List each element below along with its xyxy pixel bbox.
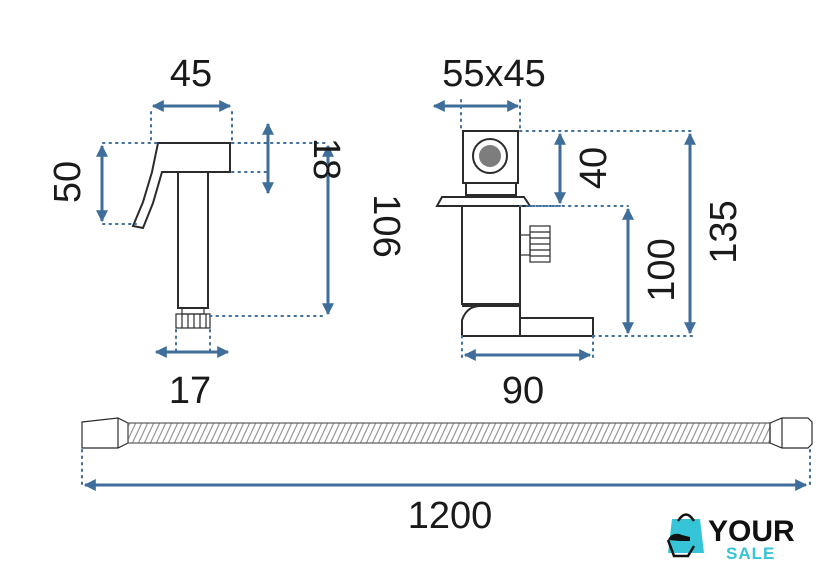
logo-word-your: YOUR: [708, 515, 795, 548]
valve-neck-outline: [465, 182, 517, 196]
label-valve-top-height: 40: [573, 147, 615, 189]
label-sprayer-total-height: 106: [365, 194, 407, 257]
label-valve-total-height: 135: [703, 200, 745, 263]
label-sprayer-collar-height: 18: [305, 138, 347, 180]
valve-extension-lines: [460, 99, 693, 359]
label-hose-length: 1200: [408, 495, 493, 537]
hand-sprayer: [131, 142, 231, 329]
yoursale-logo: YOUR SALE: [666, 513, 795, 563]
sprayer-dimension-arrows: [96, 100, 334, 358]
label-sprayer-width: 45: [170, 53, 212, 95]
valve-lever-outline: [520, 317, 594, 337]
label-valve-body-height: 100: [641, 238, 683, 301]
valve-base-outline: [461, 305, 521, 337]
sprayer-extension-lines: [102, 111, 327, 353]
label-sprayer-head-height: 50: [47, 161, 89, 203]
label-sprayer-thread-width: 17: [169, 370, 211, 412]
sprayer-thread: [175, 313, 211, 329]
label-valve-depth: 90: [502, 370, 544, 412]
wall-valve: [435, 130, 594, 337]
hose-left-fitting: [81, 417, 129, 449]
hose-right-fitting: [769, 417, 813, 449]
logo-word-sale: SALE: [726, 544, 775, 563]
sprayer-head-outline: [131, 142, 231, 230]
hose: [81, 417, 813, 449]
valve-outlet-ring: [472, 138, 508, 174]
hose-braid: [127, 422, 771, 444]
label-valve-size: 55x45: [442, 53, 546, 95]
valve-dimension-arrows: [432, 100, 696, 361]
valve-flange-outline: [435, 196, 532, 207]
hose-extension-lines: [81, 449, 811, 486]
shopping-bag-hand-icon: [666, 513, 704, 558]
valve-side-stub: [519, 234, 531, 256]
valve-side-thread: [529, 225, 551, 263]
sprayer-handle-outline: [177, 171, 209, 309]
valve-body-outline: [461, 205, 521, 305]
valve-outlet-hole: [479, 145, 501, 167]
